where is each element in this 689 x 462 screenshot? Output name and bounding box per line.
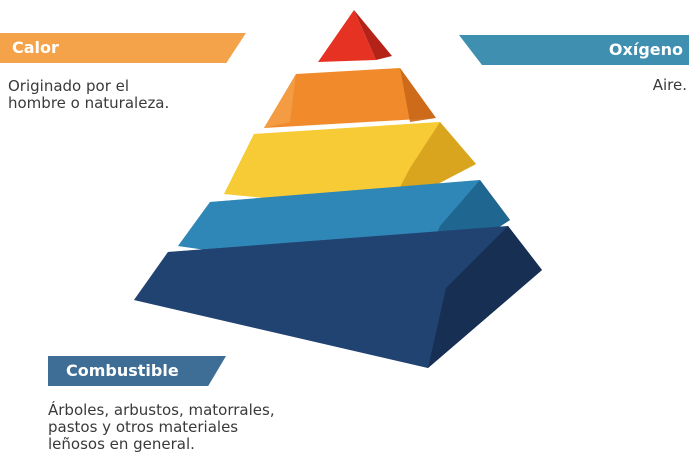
calor-title: Calor: [12, 38, 59, 57]
pyramid-layer-navy: [134, 226, 542, 368]
combustible-description: Árboles, arbustos, matorrales, pastos y …: [48, 401, 275, 453]
calor-label: Calor: [0, 33, 246, 63]
oxigeno-label: Oxígeno: [459, 35, 689, 65]
combustible-label: Combustible: [48, 356, 226, 386]
calor-description: Originado por el hombre o naturaleza.: [8, 77, 170, 112]
oxigeno-title: Oxígeno: [608, 40, 683, 59]
pyramid-layer-apex: [318, 10, 392, 62]
combustible-title: Combustible: [66, 361, 179, 380]
pyramid-layer-orange: [264, 68, 436, 128]
oxigeno-description: Aire.: [652, 76, 687, 94]
